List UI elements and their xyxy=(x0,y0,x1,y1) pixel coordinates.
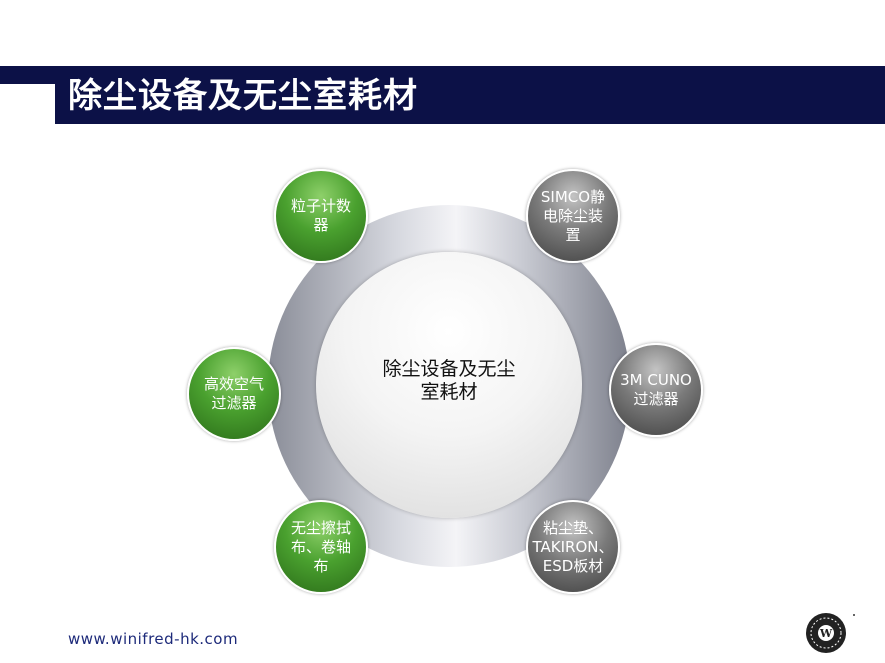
title-notch xyxy=(0,84,55,124)
node-particle-counter: 粒子计数 器 xyxy=(274,169,368,263)
node-simco: SIMCO静 电除尘装 置 xyxy=(526,169,620,263)
node-label: 3M CUNO 过滤器 xyxy=(620,371,692,408)
node-label: 无尘擦拭 布、卷轴 布 xyxy=(290,518,351,575)
center-label: 除尘设备及无尘 室耗材 xyxy=(382,358,516,403)
node-wipes: 无尘擦拭 布、卷轴 布 xyxy=(274,500,368,594)
node-tacky-mat: 粘尘垫、 TAKIRON、 ESD板材 xyxy=(526,500,620,594)
winifred-logo-icon: W xyxy=(806,613,846,653)
logo-letter: W xyxy=(819,627,833,640)
title-bar xyxy=(0,66,885,124)
website-link[interactable]: www.winifred-hk.com xyxy=(68,630,239,648)
node-label: 粒子计数 器 xyxy=(290,197,351,234)
node-label: 高效空气 过滤器 xyxy=(203,375,264,412)
center-circle xyxy=(316,252,582,518)
page-title: 除尘设备及无尘室耗材 xyxy=(68,76,418,116)
node-hepa-filter: 高效空气 过滤器 xyxy=(187,347,281,441)
node-cuno: 3M CUNO 过滤器 xyxy=(609,343,703,437)
node-label: SIMCO静 电除尘装 置 xyxy=(540,187,606,244)
decorative-dot xyxy=(853,614,855,616)
node-label: 粘尘垫、 TAKIRON、 ESD板材 xyxy=(532,518,614,575)
